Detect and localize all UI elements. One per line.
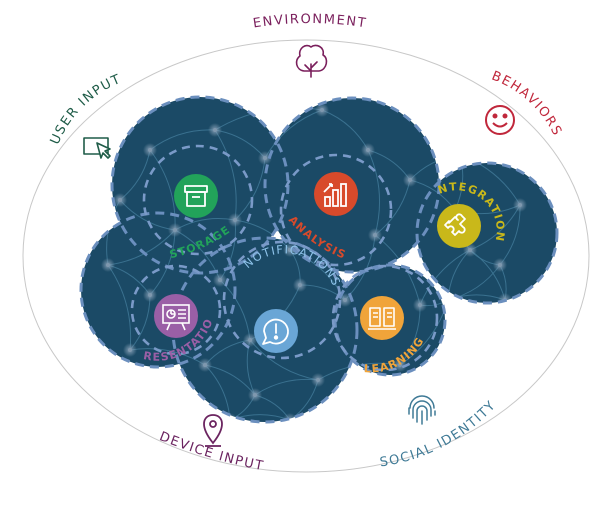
network-node-core (298, 283, 302, 287)
network-mesh (101, 103, 527, 422)
network-node-core (106, 263, 110, 267)
network-link (249, 339, 319, 381)
user-input-label: USER INPUT (48, 72, 124, 147)
network-node-core (418, 303, 422, 307)
touchscreen-icon (83, 137, 111, 159)
network-node-core (498, 263, 502, 267)
network-node-core (233, 218, 237, 222)
network-node-core (218, 278, 222, 282)
presentation-module (154, 294, 198, 338)
network-link (264, 109, 323, 159)
network-link (129, 348, 206, 366)
alert-icon (262, 318, 289, 345)
social-identity-label: SOCIAL IDENTITY (379, 398, 500, 471)
outer-ecosystem-ring (22, 39, 590, 473)
tree-icon (295, 44, 328, 78)
network-node-core (343, 298, 347, 302)
network-node-core (446, 298, 450, 302)
network-node-core (118, 198, 122, 202)
storage-module (174, 174, 218, 218)
learning-module (360, 296, 404, 340)
network-node-core (203, 363, 207, 367)
presentation-board-icon (162, 304, 190, 331)
behaviors-label: BEHAVIORS (489, 69, 564, 139)
network-node-core (316, 378, 320, 382)
integration-module (437, 204, 481, 248)
network-node-core (458, 153, 462, 157)
network-link (367, 149, 381, 236)
network-node-core (213, 128, 217, 132)
network-node-core (408, 178, 412, 182)
network-link (419, 249, 471, 306)
notifications-module (254, 309, 298, 353)
device-input-label: DEVICE INPUT (157, 429, 265, 474)
puzzle-icon (444, 213, 466, 236)
archive-box-icon (184, 185, 208, 207)
network-node-core (373, 233, 377, 237)
network-node-core (173, 228, 177, 232)
network-node-core (320, 108, 324, 112)
environment-label: ENVIRONMENT (252, 12, 368, 32)
book-icon (368, 307, 396, 330)
network-node-core (366, 148, 370, 152)
network-node-core (253, 393, 257, 397)
network-link (107, 264, 132, 351)
cloud-cluster (79, 95, 559, 424)
network-link (214, 129, 237, 221)
smiley-icon (485, 105, 515, 135)
network-node-core (398, 363, 402, 367)
network-node-core (248, 338, 252, 342)
network-node (441, 293, 455, 307)
network-node-core (228, 418, 232, 422)
location-pin-icon (203, 414, 223, 447)
network-node-core (128, 348, 132, 352)
network-node-core (518, 203, 522, 207)
network-node-core (468, 248, 472, 252)
network-node-core (148, 148, 152, 152)
network-node-core (263, 156, 267, 160)
network-node-core (148, 293, 152, 297)
network-node (453, 148, 467, 162)
bar-chart-icon (323, 183, 347, 207)
inner-zones (130, 144, 439, 372)
analysis-module (314, 172, 358, 216)
cloud-outline (79, 95, 559, 424)
network-link (149, 149, 176, 231)
fingerprint-icon (408, 395, 436, 425)
